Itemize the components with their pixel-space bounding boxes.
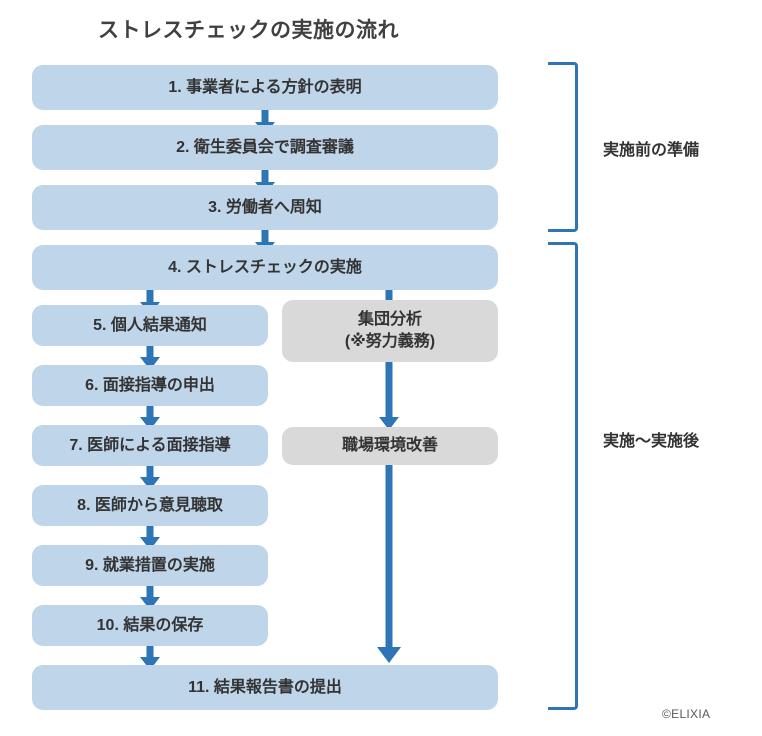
arrow-stem	[261, 110, 269, 122]
arrow-head-icon	[377, 647, 401, 663]
workplace-improvement-label: 職場環境改善	[341, 437, 438, 455]
flow-node-label: 6. 面接指導の申出	[85, 376, 215, 394]
arrow-head-icon	[379, 417, 399, 430]
flow-node-step-8[interactable]: 8. 医師から意見聴取	[32, 485, 268, 526]
page-title: ストレスチェックの実施の流れ	[98, 19, 399, 42]
flow-node-step-1[interactable]: 1. 事業者による方針の表明	[32, 65, 498, 110]
flow-node-label: 1. 事業者による方針の表明	[168, 78, 362, 96]
arrow-stem	[385, 290, 393, 302]
group-analysis-line-1: 集団分析	[357, 311, 422, 329]
flow-node-group-analysis[interactable]: 集団分析 (※努力義務)	[282, 300, 498, 362]
arrow-stem	[261, 230, 269, 242]
flow-node-step-5[interactable]: 5. 個人結果通知	[32, 305, 268, 346]
group-analysis-line-2: (※努力義務)	[344, 333, 436, 350]
flow-node-step-4[interactable]: 4. ストレスチェックの実施	[32, 245, 498, 290]
arrow-stem	[261, 170, 269, 182]
flow-node-label: 4. ストレスチェックの実施	[168, 258, 362, 276]
arrow-stem	[146, 586, 154, 597]
copyright-credit: ©ELIXIA	[662, 707, 711, 721]
flow-node-step-11[interactable]: 11. 結果報告書の提出	[32, 665, 498, 710]
phase-label-during-after: 実施〜実施後	[603, 433, 700, 450]
flow-node-workplace-improvement[interactable]: 職場環境改善	[282, 427, 498, 465]
arrow-stem	[146, 406, 154, 417]
arrow-stem	[385, 362, 393, 417]
flow-node-step-10[interactable]: 10. 結果の保存	[32, 605, 268, 646]
arrow-stem	[385, 465, 393, 647]
flow-node-label: 9. 就業措置の実施	[85, 556, 215, 574]
flow-node-step-6[interactable]: 6. 面接指導の申出	[32, 365, 268, 406]
arrow-stem	[146, 466, 154, 477]
flow-node-label: 8. 医師から意見聴取	[77, 496, 223, 514]
phase-bracket-during-after	[548, 242, 578, 710]
arrow-workplace-improvement-to-step11	[375, 465, 403, 663]
phase-label-before: 実施前の準備	[603, 142, 700, 159]
arrow-stem	[146, 346, 154, 357]
flow-node-step-7[interactable]: 7. 医師による面接指導	[32, 425, 268, 466]
arrow-stem	[146, 526, 154, 537]
flow-node-step-2[interactable]: 2. 衛生委員会で調査審議	[32, 125, 498, 170]
flow-node-step-3[interactable]: 3. 労働者へ周知	[32, 185, 498, 230]
arrow-stem	[146, 646, 154, 657]
arrow-group-analysis-to-workplace-improvement	[375, 362, 403, 430]
arrow-stem	[146, 290, 154, 302]
flow-node-label: 11. 結果報告書の提出	[188, 678, 342, 696]
flow-node-step-9[interactable]: 9. 就業措置の実施	[32, 545, 268, 586]
phase-bracket-before	[548, 62, 578, 232]
flow-node-label: 10. 結果の保存	[96, 616, 204, 634]
flow-node-label: 5. 個人結果通知	[93, 316, 207, 334]
flow-node-label: 7. 医師による面接指導	[69, 436, 231, 454]
flow-node-label: 3. 労働者へ周知	[208, 198, 322, 216]
flow-node-label: 2. 衛生委員会で調査審議	[176, 138, 354, 156]
